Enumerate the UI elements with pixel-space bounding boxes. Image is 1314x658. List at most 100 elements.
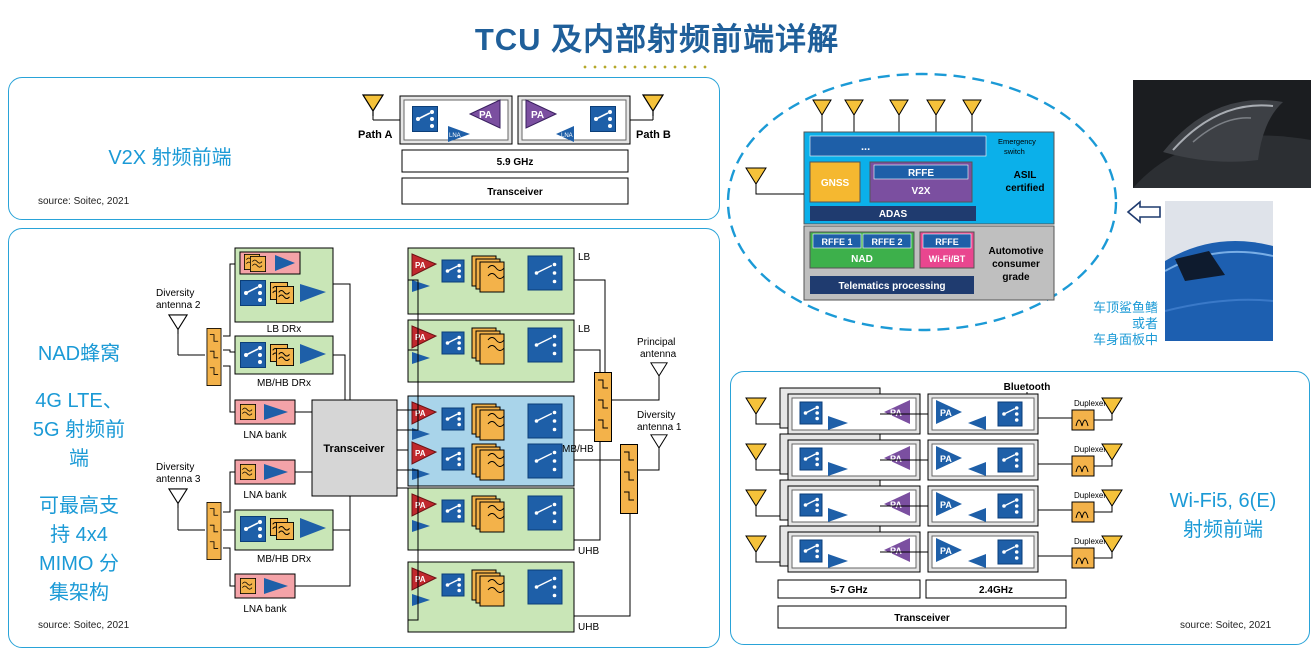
v2x-transceiver-label: Transceiver (487, 187, 543, 198)
svg-text:PA: PA (890, 500, 902, 510)
svg-text:PA: PA (531, 110, 544, 121)
svg-text:Diversity: Diversity (156, 288, 194, 299)
svg-text:grade: grade (1002, 272, 1030, 283)
tcu-antenna-icon (844, 99, 864, 116)
page-title: TCU 及内部射频前端详解 (474, 22, 840, 57)
svg-text:GNSS: GNSS (821, 178, 850, 189)
nad-pa-module-2: PA (407, 319, 575, 383)
svg-text:RFFE: RFFE (908, 168, 934, 179)
svg-text:RFFE 1: RFFE 1 (821, 237, 852, 247)
lb-drx-module: LB DRx (234, 247, 334, 335)
principal-antenna-icon (650, 362, 668, 380)
tcu-antenna-icon (812, 99, 832, 116)
nad-pa-module-1: PA (407, 247, 575, 315)
path-b-label: Path B (636, 129, 671, 141)
wifi-chain-4: PA PA Duplexer (745, 525, 1123, 573)
svg-text:PA: PA (415, 501, 426, 510)
svg-text:UHB: UHB (578, 546, 599, 557)
lna-bank-3: LNA bank (234, 573, 296, 615)
nad-duplexer-2-icon (206, 502, 222, 560)
svg-text:UHB: UHB (578, 622, 599, 633)
svg-text:LNA: LNA (449, 133, 461, 139)
svg-text:antenna 3: antenna 3 (156, 474, 201, 485)
svg-text:antenna 1: antenna 1 (637, 422, 682, 433)
svg-text:Emergency: Emergency (998, 137, 1036, 146)
svg-text:PA: PA (415, 575, 426, 584)
svg-text:antenna: antenna (640, 349, 677, 360)
svg-text:Diversity: Diversity (156, 462, 194, 473)
svg-text:NAD: NAD (851, 254, 873, 265)
shark-fin-photo (1133, 80, 1311, 188)
wifi-24g-freq-label: 2.4GHz (979, 585, 1013, 596)
svg-text:Wi-Fi/BT: Wi-Fi/BT (929, 254, 966, 264)
v2x-switch-a-icon (412, 106, 438, 132)
svg-text:LNA bank: LNA bank (243, 430, 287, 441)
wifi-5g-freq-label: 5-7 GHz (830, 585, 867, 596)
svg-text:LNA: LNA (561, 133, 573, 139)
nad-duplexer-1-icon (206, 328, 222, 386)
nad-transceiver (311, 399, 398, 497)
lna-bank-2: LNA bank (234, 459, 296, 501)
svg-text:PA: PA (940, 500, 952, 510)
svg-text:PA: PA (415, 333, 426, 342)
v2x-pa-a-icon (468, 99, 501, 129)
svg-text:LB DRx: LB DRx (267, 324, 301, 335)
bluetooth-label: Bluetooth (1004, 382, 1051, 393)
svg-text:V2X: V2X (912, 186, 931, 197)
svg-text:MB/HB DRx: MB/HB DRx (257, 554, 311, 565)
nad-duplexer-4-icon (620, 444, 638, 514)
path-a-antenna-icon (362, 94, 384, 116)
nad-label: NAD蜂窝 4G LTE、 5G 射频前 端 可最高支 持 4x4 MIMO 分… (32, 343, 126, 604)
tcu-antenna-icon (889, 99, 909, 116)
svg-text:Automotive: Automotive (989, 246, 1044, 257)
arrow-left-icon (1126, 200, 1161, 224)
svg-text:PA: PA (415, 261, 426, 270)
path-b-antenna-icon (642, 94, 664, 116)
svg-text:switch: switch (1004, 147, 1025, 156)
svg-text:Transceiver: Transceiver (323, 443, 385, 455)
svg-text:PA: PA (479, 110, 492, 121)
svg-text:ASIL: ASIL (1014, 170, 1037, 181)
v2x-lna-a-icon (448, 126, 470, 142)
v2x-pa-b-icon (525, 99, 558, 129)
svg-text:Diversity: Diversity (637, 410, 675, 421)
nad-pa-module-5: PA (407, 561, 575, 633)
gnss-block (809, 161, 861, 203)
v2x-source: source: Soitec, 2021 (38, 196, 130, 207)
svg-text:LB: LB (578, 252, 591, 263)
svg-text:Duplexer: Duplexer (1074, 537, 1106, 546)
svg-text:certified: certified (1006, 183, 1045, 194)
svg-text:PA: PA (940, 454, 952, 464)
svg-text:PA: PA (890, 408, 902, 418)
svg-text:LB: LB (578, 324, 591, 335)
mbhb-drx-module-2: MB/HB DRx (234, 509, 334, 565)
svg-text:Telematics processing: Telematics processing (838, 281, 945, 292)
wifi-label: Wi-Fi5, 6(E) 射频前端 (1169, 490, 1277, 541)
nad-duplexer-3-icon (594, 372, 612, 442)
svg-text:Duplexer: Duplexer (1074, 445, 1106, 454)
svg-text:PA: PA (890, 546, 902, 556)
svg-text:MB/HB DRx: MB/HB DRx (257, 378, 311, 389)
v2x-diagram: Path A PA LNA PA LNA Path B 5.9 GHz Tran… (358, 94, 671, 205)
tcu-switch-row (809, 135, 987, 157)
svg-text:PA: PA (940, 546, 952, 556)
wifi-source: source: Soitec, 2021 (1180, 620, 1272, 631)
v2x-switch-b-icon (590, 106, 616, 132)
tcu-location-caption: 车顶鲨鱼鳍 或者 车身面板中 (1092, 300, 1158, 347)
adas-block (810, 206, 976, 221)
nad-source: source: Soitec, 2021 (38, 620, 130, 631)
diversity-antenna-2-icon (168, 314, 188, 334)
mbhb-drx-module-1: MB/HB DRx (234, 335, 334, 389)
title-decoration-dots (580, 64, 712, 70)
tcu-gnss-antenna-icon (745, 167, 767, 185)
svg-text:...: ... (861, 141, 870, 153)
svg-text:antenna 2: antenna 2 (156, 300, 201, 311)
lna-bank-1: LNA bank (234, 399, 296, 441)
svg-text:RFFE: RFFE (935, 237, 959, 247)
tcu-diagram: Emergency switch ... GNSS RFFE V2X ASIL … (726, 72, 1118, 332)
v2x-lna-b-icon (556, 126, 574, 142)
v2x-freq-label: 5.9 GHz (497, 157, 534, 168)
